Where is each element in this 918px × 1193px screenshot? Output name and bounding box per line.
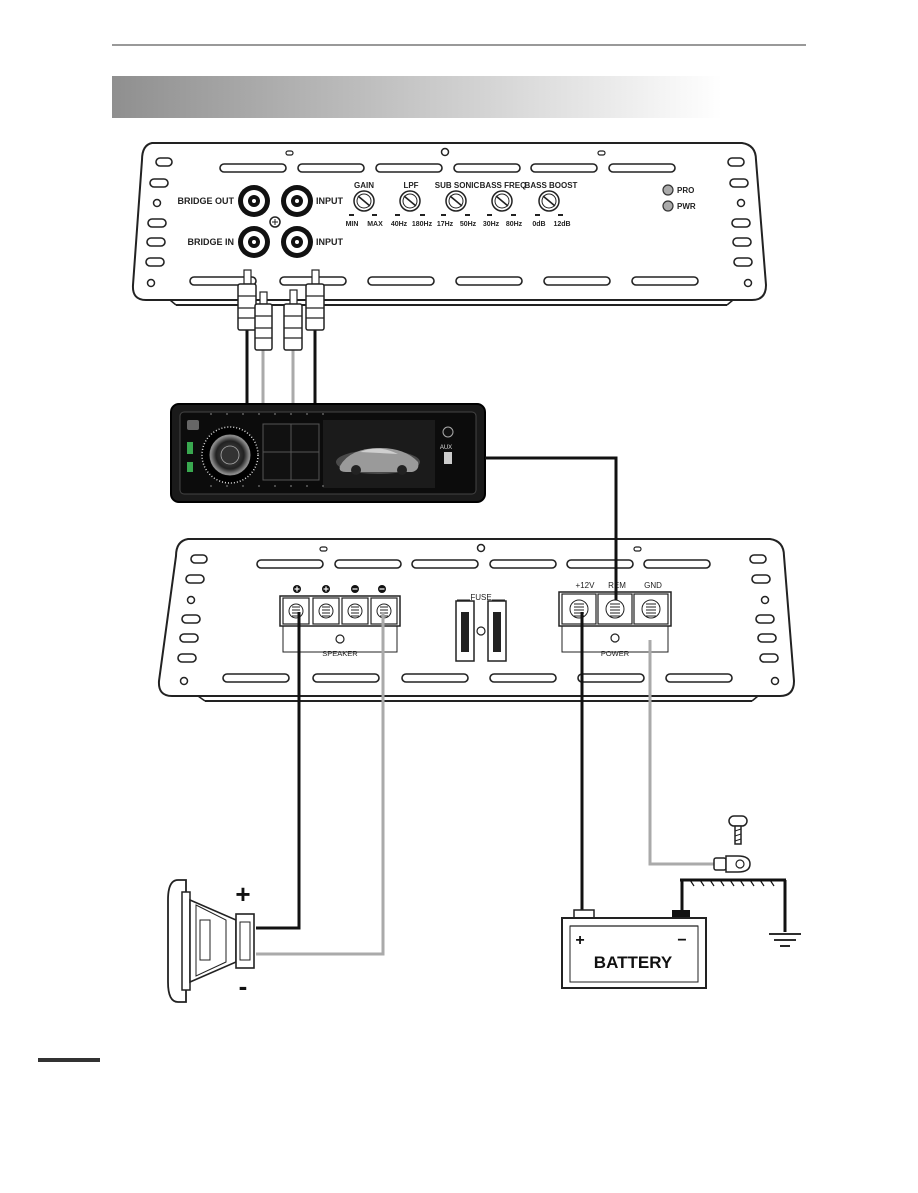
ground-wire: [648, 640, 716, 866]
amplifier-bottom: [157, 538, 796, 702]
section-header-bar: [112, 76, 722, 118]
label-input-2: INPUT: [316, 237, 344, 247]
remote-wire: [485, 456, 618, 600]
plus-12v-label: +12V: [576, 581, 596, 590]
rca-jack-bridge-out: [238, 185, 270, 217]
svg-text:30Hz: 30Hz: [483, 221, 500, 228]
svg-text:GAIN: GAIN: [354, 181, 374, 190]
speaker-plus: +: [235, 879, 250, 909]
amplifier-top: [131, 142, 768, 306]
ground-symbol-icon: [769, 933, 801, 947]
rca-cables: [237, 269, 325, 408]
svg-text:0dB: 0dB: [532, 221, 545, 228]
car-image: [336, 448, 420, 475]
label-bridge-in: BRIDGE IN: [187, 237, 234, 247]
svg-text:SUB SONIC: SUB SONIC: [435, 181, 480, 190]
svg-text:MIN: MIN: [346, 221, 359, 228]
minus-icon: [378, 585, 386, 593]
battery-label: BATTERY: [594, 953, 673, 972]
svg-text:LPF: LPF: [403, 181, 418, 190]
label-input-1: INPUT: [316, 196, 344, 206]
bass-boost-knob: BASS BOOST 0dB 12dB: [525, 181, 578, 228]
rca-plug-3: [283, 289, 303, 351]
speaker-minus: -: [239, 971, 248, 1001]
rca-jack-input-1: [281, 185, 313, 217]
volume-knob: [201, 426, 259, 484]
bass-freq-knob: BASS FREQ 30Hz 80Hz: [480, 181, 527, 228]
aux-label: AUX: [440, 445, 452, 451]
gain-knob: GAIN MIN MAX: [346, 181, 384, 228]
rca-jack-bridge-in: [238, 226, 270, 258]
sub-sonic-knob: SUB SONIC 17Hz 50Hz: [435, 181, 480, 228]
plus-icon: [293, 585, 301, 593]
rca-plug-4: [305, 269, 325, 331]
pro-led: PRO: [662, 184, 694, 196]
rca-jack-input-2: [281, 226, 313, 258]
speaker-wire-negative: [256, 612, 385, 956]
svg-text:40Hz: 40Hz: [391, 221, 408, 228]
svg-text:12dB: 12dB: [553, 221, 570, 228]
ring-terminal-icon: [713, 855, 751, 873]
head-unit: AUX: [170, 403, 486, 503]
gnd-label: GND: [644, 581, 662, 590]
screw-icon: [728, 815, 748, 845]
battery-plus: +: [575, 932, 584, 949]
battery-minus: −: [677, 932, 686, 949]
fuse-label: FUSE: [470, 593, 491, 602]
label-bridge-out: BRIDGE OUT: [177, 196, 234, 206]
svg-text:PRO: PRO: [677, 186, 694, 195]
footer-rule: [38, 1058, 100, 1062]
svg-text:BASS BOOST: BASS BOOST: [525, 181, 578, 190]
chassis-ground: [680, 878, 801, 947]
subwoofer-speaker: + -: [167, 879, 255, 1003]
svg-text:80Hz: 80Hz: [506, 221, 523, 228]
svg-text:MAX: MAX: [367, 221, 383, 228]
ground-screw-icon: [269, 216, 281, 228]
battery: + − BATTERY: [561, 909, 707, 989]
lpf-knob: LPF 40Hz 180Hz: [391, 181, 433, 228]
svg-text:BASS FREQ: BASS FREQ: [480, 181, 527, 190]
svg-text:180Hz: 180Hz: [412, 221, 433, 228]
svg-text:50Hz: 50Hz: [460, 221, 477, 228]
pwr-led: PWR: [662, 200, 696, 212]
minus-icon: [351, 585, 359, 593]
speaker-wire-positive: [256, 612, 301, 930]
fuse-holder: FUSE: [455, 593, 507, 662]
svg-text:17Hz: 17Hz: [437, 221, 454, 228]
rca-plug-2: [254, 291, 273, 351]
svg-text:PWR: PWR: [677, 202, 696, 211]
power-label: POWER: [601, 649, 630, 658]
speaker-label: SPEAKER: [322, 649, 358, 658]
plus-icon: [322, 585, 330, 593]
